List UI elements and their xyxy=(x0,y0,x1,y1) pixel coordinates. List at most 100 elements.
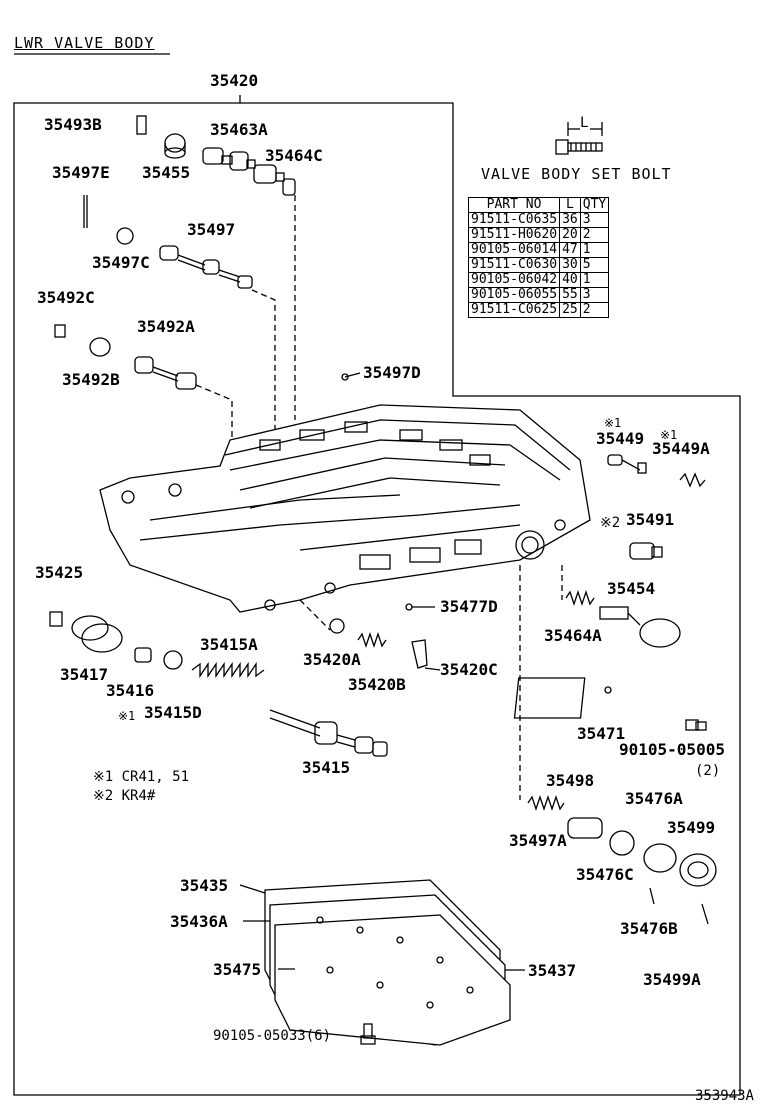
valve-body xyxy=(99,404,591,613)
part-35464a-spring xyxy=(565,589,595,607)
part-label: 35416 xyxy=(106,681,155,700)
part-label: 35449A xyxy=(652,439,710,458)
part-35476c xyxy=(609,830,635,856)
part-label: 35476C xyxy=(576,865,634,884)
part-35497a-spring xyxy=(527,794,565,812)
part-label: 35415 xyxy=(302,758,351,777)
part-35454 xyxy=(599,606,681,648)
part-35492b xyxy=(89,337,111,357)
part-label: 35449 xyxy=(596,429,645,448)
part-35471 xyxy=(513,677,586,719)
part-label: 35476B xyxy=(620,919,678,938)
part-35425 xyxy=(49,611,63,627)
part-35476b xyxy=(649,887,655,905)
part-label: 35497C xyxy=(92,253,150,272)
part-35477d xyxy=(405,603,413,611)
part-35499 xyxy=(679,853,717,887)
part-label: 35493B xyxy=(44,115,102,134)
bolt-qty: 3 xyxy=(579,212,610,228)
bolt-icon xyxy=(555,122,603,155)
part-35449a-spring xyxy=(679,472,706,488)
bolt-qty: 2 xyxy=(579,227,610,243)
bolt-qty: 3 xyxy=(579,287,610,303)
bolt-dimension-label: L xyxy=(580,115,589,131)
assembly-number: 35420 xyxy=(210,71,259,90)
part-35492c xyxy=(54,324,66,338)
part-35492a-valve xyxy=(134,356,197,390)
bolt-length: 47 xyxy=(559,242,581,258)
bolt-table-header-row: PART NO L QTY xyxy=(467,197,610,213)
part-label: 35492C xyxy=(37,288,95,307)
part-label: 35471 xyxy=(577,724,626,743)
part-label: 35420A xyxy=(303,650,361,669)
note-mark: ※1 xyxy=(604,416,622,430)
bolt-length: 20 xyxy=(559,227,581,243)
note-mark: ※1 xyxy=(660,428,678,442)
part-label: 90105-05005 xyxy=(619,740,725,759)
part-35498 xyxy=(567,817,603,839)
bolt-table-header: QTY xyxy=(579,197,610,213)
part-label: 35420B xyxy=(348,675,406,694)
part-35420c xyxy=(411,639,428,669)
bolt-qty: 5 xyxy=(579,257,610,273)
part-90105-05033-bolt xyxy=(360,1023,376,1045)
bolt-table-header: L xyxy=(559,197,581,213)
part-label: 35492A xyxy=(137,317,195,336)
part-35415-valve xyxy=(269,709,388,757)
bolt-qty: 1 xyxy=(579,242,610,258)
part-label: 35420C xyxy=(440,660,498,679)
footnote-2: ※2 KR4# xyxy=(93,788,156,804)
part-label: 35491 xyxy=(626,510,675,529)
part-label: 35455 xyxy=(142,163,191,182)
bolt-qty: 2 xyxy=(579,302,610,318)
part-label: 35454 xyxy=(607,579,656,598)
part-label: 35463A xyxy=(210,120,268,139)
diagram-title: LWR VALVE BODY xyxy=(14,34,155,52)
part-label: 35435 xyxy=(180,876,229,895)
bolt-qty: 1 xyxy=(579,272,610,288)
part-label: 35437 xyxy=(528,961,577,980)
part-label: 35464C xyxy=(265,146,323,165)
bolt-length: 55 xyxy=(559,287,581,303)
part-label: 35497D xyxy=(363,363,421,382)
bolt-part-no: 91511-C0630 xyxy=(467,257,561,273)
bolt-length: 30 xyxy=(559,257,581,273)
part-label: 35497E xyxy=(52,163,110,182)
part-label: 35476A xyxy=(625,789,683,808)
part-label: 35492B xyxy=(62,370,120,389)
part-35417 xyxy=(71,615,123,653)
note-mark: ※2 xyxy=(600,515,621,531)
bolt-length: 36 xyxy=(559,212,581,228)
assembly-boundary xyxy=(13,102,741,1096)
part-label: 35499A xyxy=(643,970,701,989)
bolt-part-no: 90105-06042 xyxy=(467,272,561,288)
part-label: 35475 xyxy=(213,960,262,979)
part-35493b xyxy=(136,115,147,135)
bolt-part-no: 91511-H0620 xyxy=(467,227,561,243)
part-label: 35497 xyxy=(187,220,236,239)
bolt-table-title: VALVE BODY SET BOLT xyxy=(481,165,672,183)
bolt-part-no: 90105-06055 xyxy=(467,287,561,303)
part-label: 35415D xyxy=(144,703,202,722)
footnote-1: ※1 CR41, 51 xyxy=(93,769,190,785)
bolt-length: 40 xyxy=(559,272,581,288)
part-35476a xyxy=(643,843,677,873)
part-label: 35436A xyxy=(170,912,228,931)
part-35420b-spring xyxy=(357,631,387,649)
bolt-table-header: PART NO xyxy=(467,197,561,213)
part-35463a-valve xyxy=(202,147,296,196)
part-35416 xyxy=(134,647,152,663)
part-label: 35464A xyxy=(544,626,602,645)
part-35420a-ball xyxy=(329,618,345,634)
part-label: 35415A xyxy=(200,635,258,654)
part-label: 35425 xyxy=(35,563,84,582)
